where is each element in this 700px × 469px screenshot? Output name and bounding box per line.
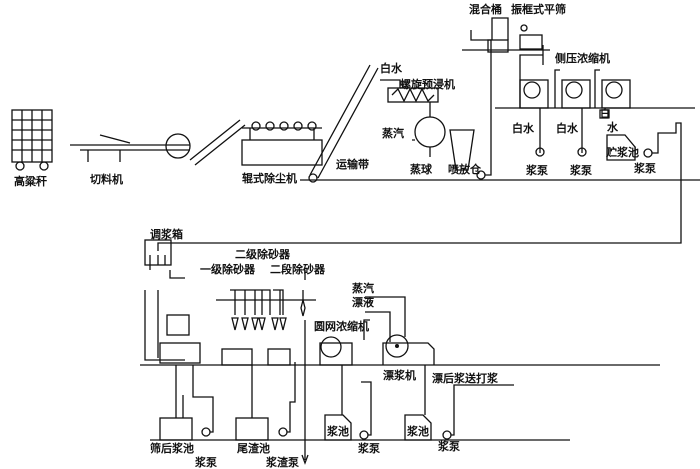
- label-second-stage-desander: 二段除砂器: [270, 262, 326, 276]
- label-to-beating: 漂后浆送打浆: [432, 371, 499, 385]
- label-storage-chest: 贮浆池: [605, 145, 639, 159]
- label-chest-2: 浆池: [407, 424, 429, 438]
- label-side-press-thickener: 侧压浓缩机: [555, 51, 610, 65]
- label-pump-3: 浆泵: [634, 161, 656, 175]
- label-blow-tank: 喷放仓: [448, 162, 482, 176]
- screw-presteamer-icon: [380, 79, 439, 103]
- label-stock-box: 调浆箱: [150, 227, 183, 241]
- label-white-water-1: 白水: [380, 61, 403, 75]
- label-pump-1: 浆泵: [526, 163, 548, 177]
- bleacher-icon: [363, 296, 435, 365]
- label-pump-5: 浆泵: [358, 441, 380, 455]
- sorghum-stack-icon: [11, 109, 53, 171]
- label-primary-desander: 一级除砂器: [200, 262, 256, 276]
- label-white-water-3: 白水: [556, 121, 579, 135]
- mixing-tank-icon: [487, 17, 509, 53]
- label-steam-2: 蒸汽: [352, 281, 374, 295]
- label-bleacher: 漂浆机: [383, 368, 416, 382]
- blow-tank-icon: [449, 30, 492, 180]
- label-steam-1: 蒸汽: [382, 126, 404, 140]
- label-pump-2: 浆泵: [570, 163, 592, 177]
- label-white-water-2: 白水: [512, 121, 535, 135]
- vibrating-screen-icon: [462, 24, 550, 65]
- label-tailings-chest: 尾渣池: [236, 441, 270, 455]
- label-sorghum-stalk: 高粱秆: [14, 174, 47, 188]
- label-cutter: 切料机: [90, 172, 123, 186]
- label-secondary-desander: 二级除砂器: [235, 247, 291, 261]
- inclined-conveyor-icon: [189, 119, 246, 166]
- chests-icons: [150, 362, 570, 441]
- stock-box-icon: [144, 239, 185, 279]
- label-chest-1: 浆池: [327, 424, 349, 438]
- label-digester: 蒸球: [410, 162, 433, 176]
- screen-icon: [144, 290, 201, 364]
- label-conveyor: 运输带: [336, 157, 369, 171]
- label-cylinder-thickener: 圆网浓缩机: [314, 319, 369, 333]
- label-bleach-liquor: 漂液: [352, 295, 375, 309]
- digester-icon: [412, 102, 446, 157]
- desander-icons: [216, 270, 316, 465]
- side-press-thickeners-icon: [495, 54, 695, 157]
- label-reject-pump: 浆渣泵: [266, 455, 299, 469]
- label-pump-4: 浆泵: [195, 455, 217, 469]
- roller-duster-icon: [241, 121, 323, 166]
- label-mixing-tank: 混合桶: [469, 2, 502, 16]
- desander-tank-1: [221, 348, 253, 366]
- label-white-water-4a: 白: [600, 106, 611, 120]
- label-pump-6: 浆泵: [438, 439, 460, 453]
- label-screened-chest: 筛后浆池: [150, 441, 194, 455]
- belt-conveyor-icon: [308, 64, 379, 183]
- storage-chest-icon: [157, 109, 682, 251]
- cylinder-thickener-icon: [319, 336, 353, 366]
- label-vibrating-screen: 振框式平筛: [511, 2, 566, 16]
- desander-tank-2: [267, 348, 291, 366]
- label-white-water-4b: 水: [607, 120, 619, 134]
- label-roller-duster: 辊式除尘机: [242, 171, 297, 185]
- cutter-icon: [70, 133, 191, 162]
- label-screw-presteamer: 螺旋预浸机: [400, 77, 455, 91]
